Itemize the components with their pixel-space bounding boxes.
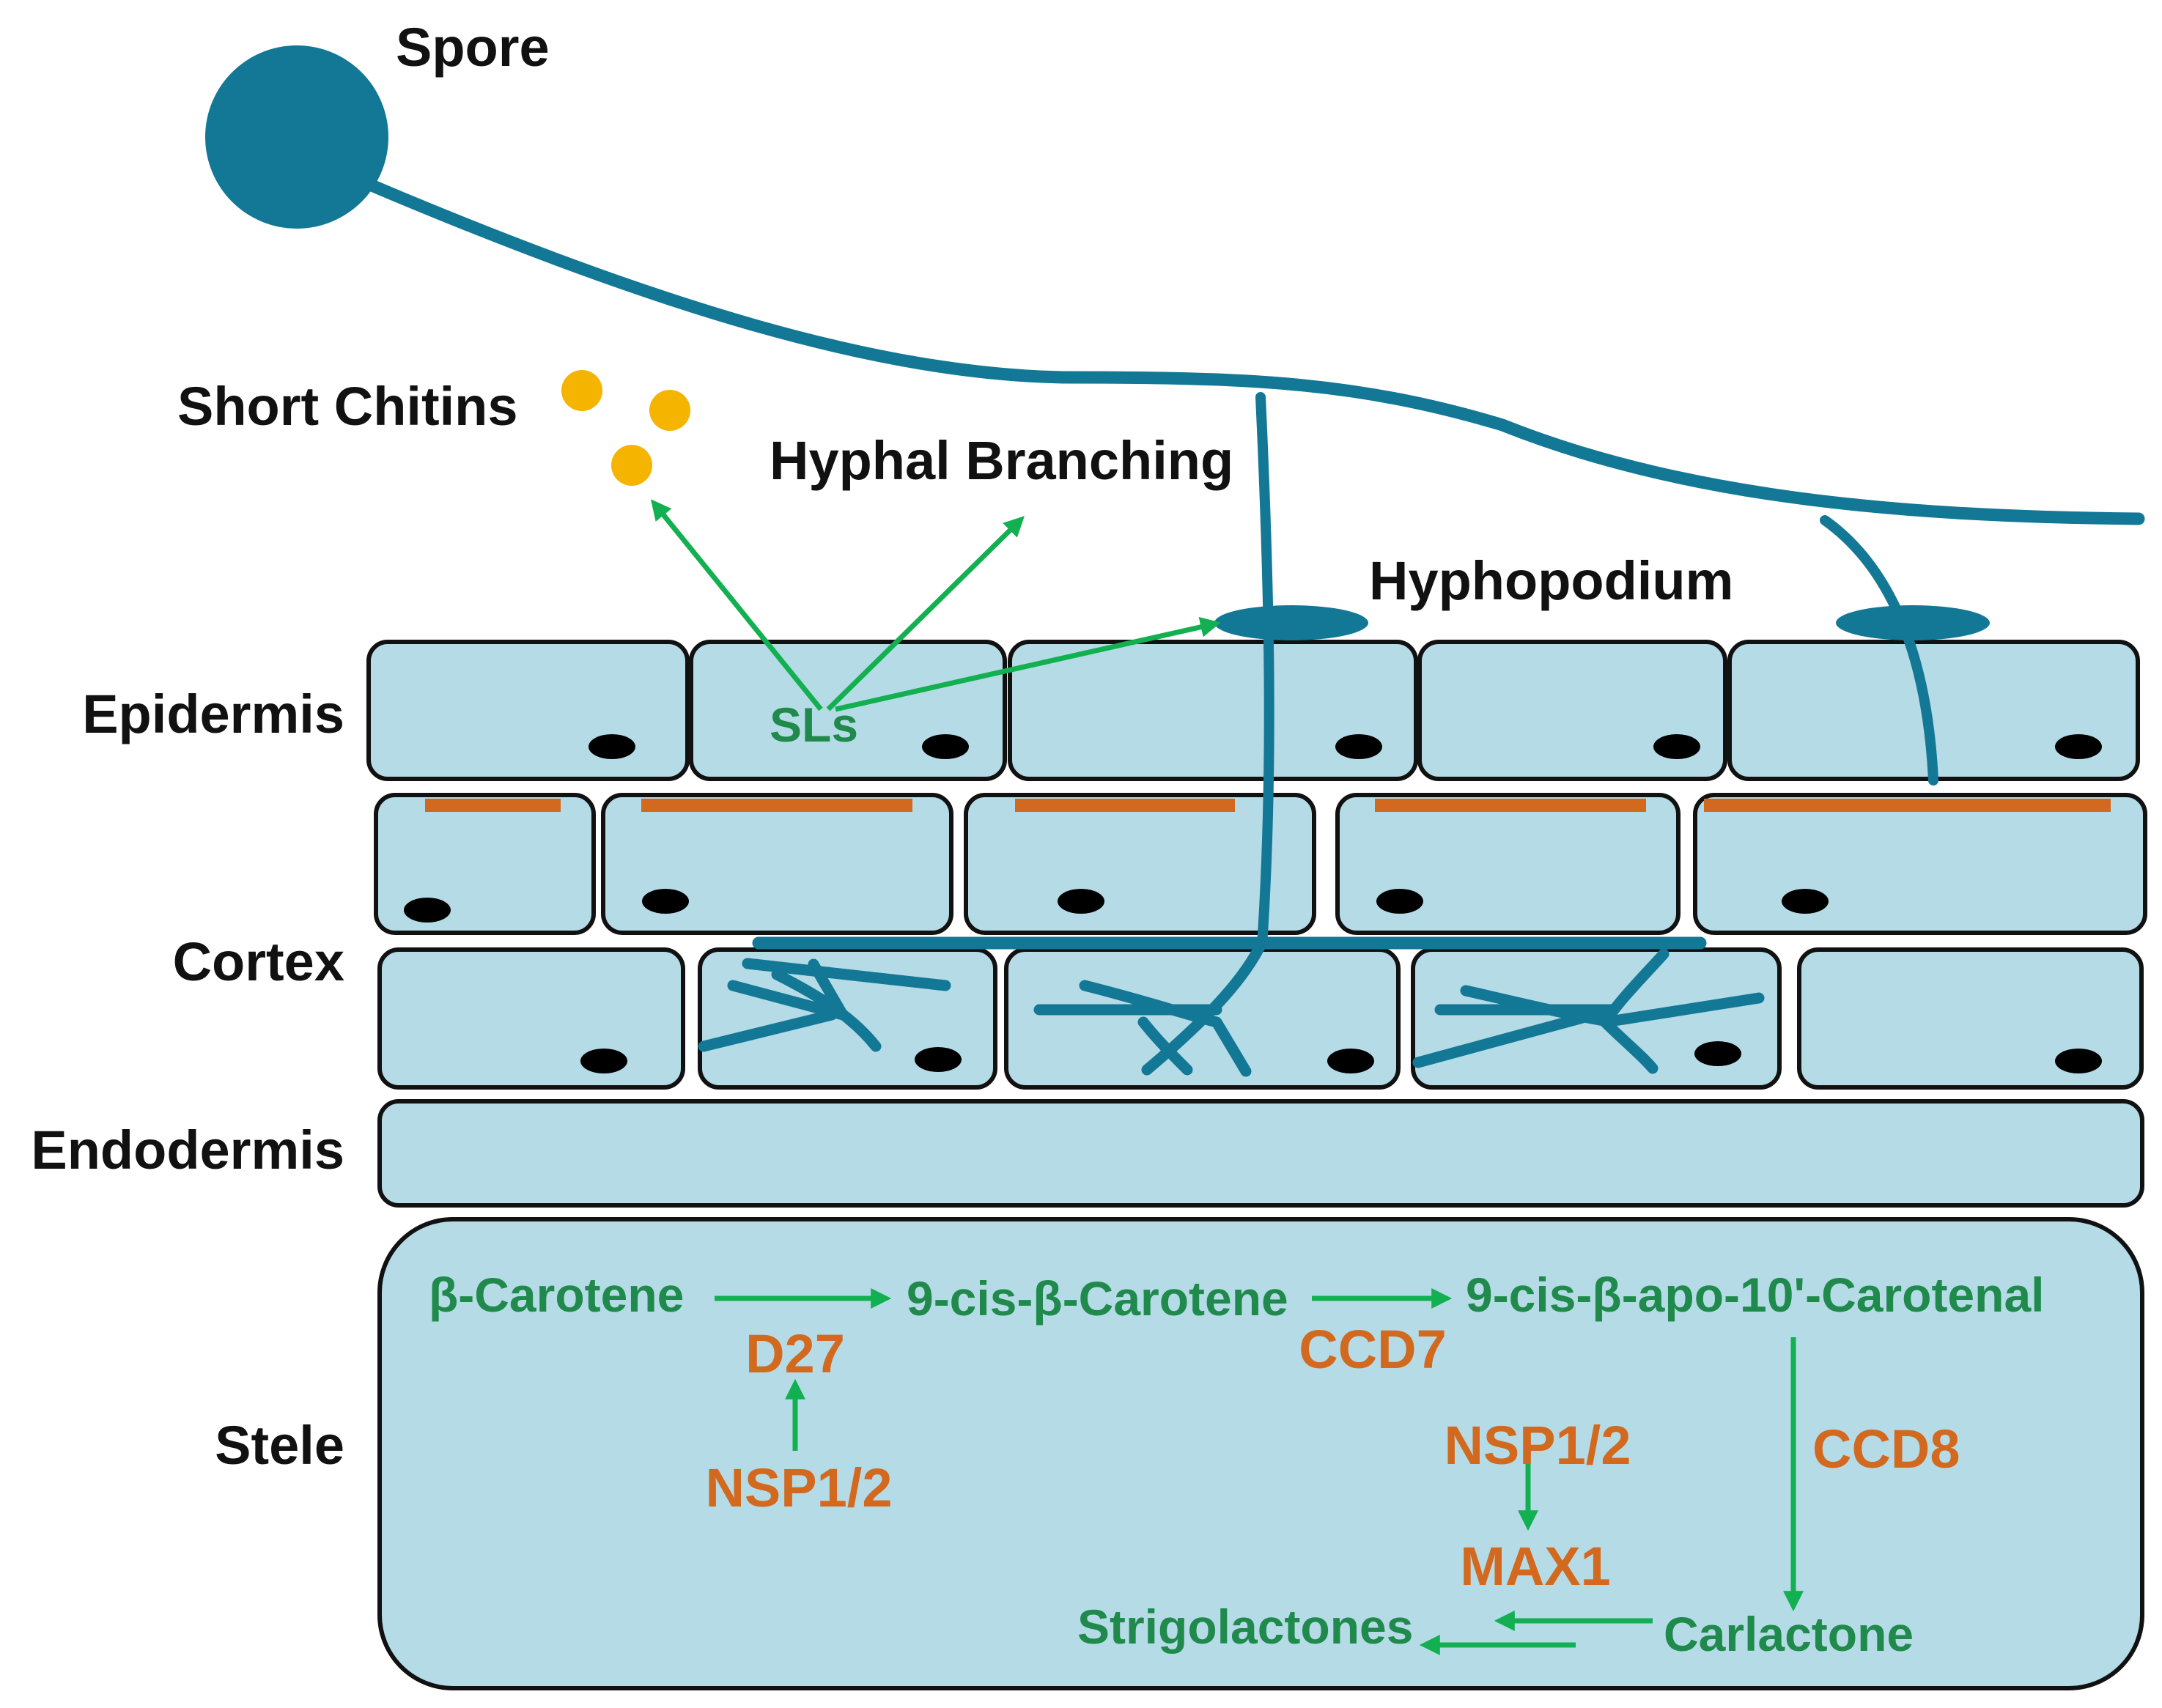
exodermis-band (1015, 799, 1235, 812)
epidermis-cell (1417, 640, 1727, 781)
nucleus (2055, 734, 2102, 759)
spore-icon (205, 45, 388, 229)
spore-label: Spore (396, 17, 550, 78)
cortex-cell (964, 793, 1316, 935)
stele-region (377, 1217, 2144, 1690)
exodermis-band (1704, 799, 2111, 812)
nucleus (1782, 889, 1829, 914)
cortex-cell (601, 793, 953, 935)
arbuscule-icon (1412, 948, 1765, 1074)
nucleus (580, 1049, 627, 1073)
cortex-cell (1693, 793, 2147, 935)
nucleus (1376, 889, 1423, 914)
hyphopodium-icon (1214, 605, 1368, 640)
beta-carotene-label: β-Carotene (429, 1268, 684, 1322)
sls-to-chitins-arrow (650, 499, 823, 711)
max1-label: MAX1 (1460, 1536, 1611, 1597)
epidermis-layer (366, 640, 2140, 781)
chitin-dot (561, 370, 602, 411)
hyphal-branching-label: Hyphal Branching (770, 430, 1233, 491)
outer-cortex-layer (374, 793, 2147, 935)
epidermis-cell (366, 640, 690, 781)
nucleus (915, 1047, 962, 1072)
nucleus (1653, 734, 1700, 759)
carlactone-label: Carlactone (1664, 1607, 1914, 1661)
nucleus (1335, 734, 1382, 759)
sls-label: SLs (770, 698, 858, 752)
nucleus (1058, 889, 1104, 914)
ccd8-label: CCD8 (1812, 1419, 1960, 1479)
exodermis-band (641, 799, 912, 812)
penetrating-hypha (1255, 392, 1274, 950)
endodermis-layer (377, 1099, 2144, 1208)
chitin-dot (611, 445, 652, 486)
strigolactones-label: Strigolactones (1077, 1600, 1413, 1654)
short-chitins-label: Short Chitins (177, 376, 518, 437)
epidermis-label: Epidermis (82, 684, 344, 744)
hyphopodium-label: Hyphopodium (1369, 550, 1733, 611)
nsp-label-left: NSP1/2 (705, 1457, 892, 1518)
nucleus (2055, 1049, 2102, 1073)
arbuscule-icon (698, 958, 951, 1052)
nucleus (1694, 1041, 1741, 1066)
epidermis-cell (1008, 640, 1418, 781)
nucleus (404, 898, 451, 923)
nucleus (642, 889, 689, 914)
sls-to-hyphopodium-arrow (835, 617, 1221, 712)
runner-hypha (360, 177, 2145, 525)
nsp-label-right: NSP1/2 (1444, 1415, 1631, 1476)
inner-cortex-layer (377, 947, 2144, 1090)
stele-label: Stele (215, 1415, 344, 1476)
cortex-cell (377, 947, 685, 1090)
exodermis-band (1375, 799, 1646, 812)
cortex-label: Cortex (173, 931, 344, 992)
ccd7-label: CCD7 (1299, 1319, 1446, 1380)
arbuscule-icon (1033, 939, 1266, 1077)
endodermis-label: Endodermis (31, 1120, 344, 1180)
nucleus (922, 734, 969, 759)
nucleus (1327, 1049, 1374, 1073)
chitin-dot (649, 390, 690, 431)
carotenal-label: 9-cis-β-apo-10'-Carotenal (1466, 1268, 2045, 1322)
sls-to-branching-arrow (826, 516, 1025, 711)
cortex-cell (1335, 793, 1680, 935)
exodermis-band (425, 799, 561, 812)
hyphopodium-icon (1836, 605, 1990, 640)
cortex-cell (1797, 947, 2144, 1090)
nucleus (589, 734, 635, 759)
d27-label: D27 (745, 1323, 845, 1384)
nine-cis-beta-carotene-label: 9-cis-β-Carotene (907, 1271, 1288, 1326)
